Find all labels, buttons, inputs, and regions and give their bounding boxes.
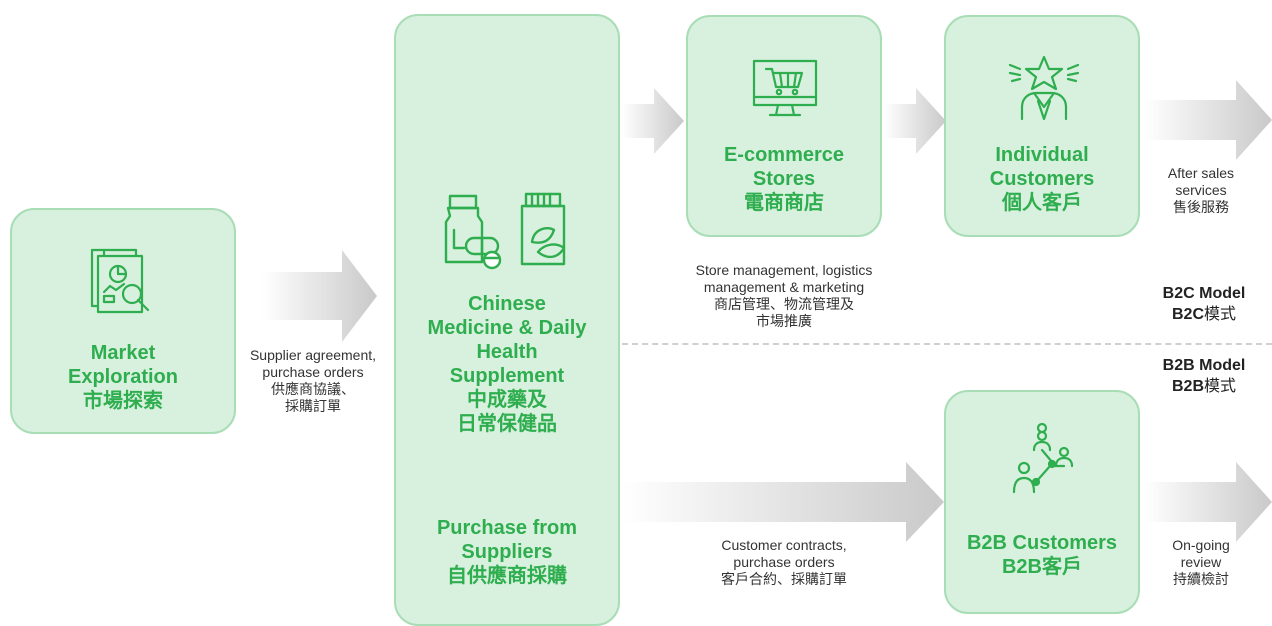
b2b-model-zh-suffix: 模式 — [1204, 378, 1237, 395]
b2c-model-label: B2C Model B2C模式 — [1138, 283, 1270, 325]
customer-contracts-note: Customer contracts, purchase orders 客戶合約… — [721, 537, 847, 587]
purchase-title: Purchase from Suppliers 自供應商採購 — [436, 517, 578, 587]
arrow-market-to-supplement — [262, 250, 377, 342]
b2b-customers-box: B2B Customers B2B客戶 — [944, 390, 1140, 614]
network-people-icon — [1004, 422, 1084, 502]
individual-customers-title: Individual Customers 個人客戶 — [989, 144, 1095, 214]
market-exploration-title: Market Exploration 市場探索 — [67, 342, 178, 412]
arrow-b2b-ongoing-review — [1144, 462, 1272, 542]
arrow-ecommerce-to-individual — [884, 88, 946, 154]
arrow-individual-after-sales — [1144, 80, 1272, 160]
model-divider — [622, 343, 1272, 345]
monitor-cart-icon — [750, 57, 820, 125]
after-sales-note: After sales services 售後服務 — [1167, 165, 1235, 215]
ecommerce-box: E-commerce Stores 電商商店 — [686, 15, 882, 237]
customer-star-icon — [1004, 51, 1084, 123]
b2c-model-zh-prefix: B2C — [1171, 306, 1204, 323]
b2b-model-zh-prefix: B2B — [1171, 378, 1204, 395]
supplement-title: Chinese Medicine & Daily Health Suppleme… — [427, 293, 587, 435]
arrow-supplement-to-b2b — [622, 462, 944, 542]
arrow-supplement-to-ecommerce — [622, 88, 684, 154]
b2b-model-label: B2B Model B2B模式 — [1138, 355, 1270, 397]
individual-customers-box: Individual Customers 個人客戶 — [944, 15, 1140, 237]
b2c-model-en: B2C Model — [1162, 285, 1246, 302]
b2b-model-en: B2B Model — [1162, 357, 1246, 374]
market-exploration-box: Market Exploration 市場探索 — [10, 208, 236, 434]
report-magnifier-icon — [86, 244, 164, 322]
store-management-note: Store management, logistics management &… — [695, 262, 873, 329]
supplement-box: Chinese Medicine & Daily Health Suppleme… — [394, 14, 620, 626]
ongoing-review-note: On-going review 持續檢討 — [1172, 537, 1230, 587]
b2c-model-zh-suffix: 模式 — [1204, 306, 1237, 323]
supplier-agreement-note: Supplier agreement, purchase orders 供應商協… — [249, 347, 377, 414]
medicine-bottles-icon — [438, 192, 580, 270]
b2b-customers-title: B2B Customers B2B客戶 — [966, 532, 1118, 578]
ecommerce-title: E-commerce Stores 電商商店 — [723, 144, 845, 214]
